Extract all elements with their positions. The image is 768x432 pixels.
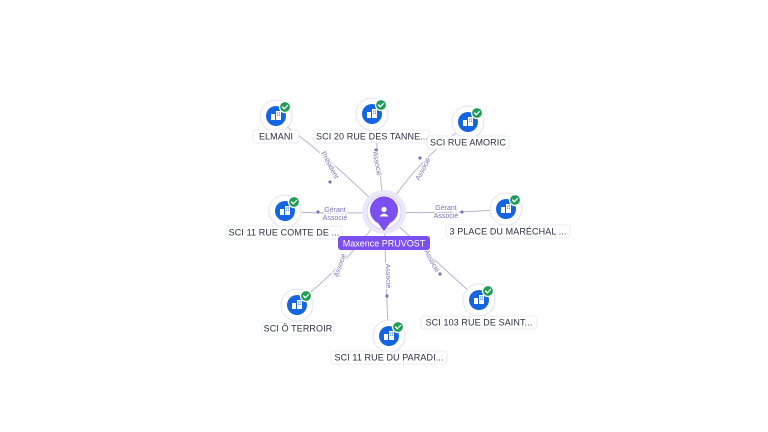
verified-check-icon bbox=[391, 320, 405, 334]
edge-relation-label: Associé bbox=[384, 264, 392, 289]
building-icon bbox=[463, 117, 473, 126]
company-label-terroir[interactable]: SCI Ô TERROIR bbox=[261, 321, 335, 336]
company-name: SCI 11 RUE DU PARADI... bbox=[335, 353, 444, 363]
edge-arrow bbox=[438, 272, 442, 276]
center-label-box bbox=[338, 236, 430, 250]
building-icon bbox=[271, 111, 281, 120]
company-label-sci-20[interactable]: SCI 20 RUE DES TANNE... bbox=[313, 129, 431, 144]
company-name: SCI Ô TERROIR bbox=[264, 324, 333, 334]
center-person-name: Maxence PRUVOST bbox=[343, 239, 426, 249]
edge-arrow bbox=[374, 148, 378, 152]
company-label-saint[interactable]: SCI 103 RUE DE SAINT... bbox=[420, 315, 538, 330]
edge-relation-label: Associé bbox=[422, 249, 440, 274]
company-node-saint[interactable] bbox=[462, 283, 496, 317]
company-label-box bbox=[330, 350, 448, 365]
edge-relation-label: Associé bbox=[333, 253, 348, 279]
building-icon bbox=[367, 109, 377, 118]
verified-check-icon bbox=[287, 195, 301, 209]
company-label-box bbox=[420, 315, 538, 330]
company-label-box bbox=[445, 224, 571, 239]
edge-arrow bbox=[418, 156, 422, 160]
company-label-marechal[interactable]: 3 PLACE DU MARÉCHAL ... bbox=[445, 224, 571, 239]
building-icon bbox=[474, 295, 484, 304]
company-label-elmani[interactable]: ELMANI bbox=[252, 129, 300, 144]
company-name: ELMANI bbox=[259, 132, 293, 142]
center-person[interactable]: Maxence PRUVOST bbox=[338, 190, 430, 250]
edge-relation-label: Gérant bbox=[435, 205, 456, 212]
company-label-amoric[interactable]: SCI RUE AMORIC bbox=[426, 135, 510, 150]
company-label-box bbox=[426, 135, 510, 150]
company-node-elmani[interactable] bbox=[259, 99, 293, 133]
edge-relation-label: Associé bbox=[371, 151, 382, 176]
edge-arrow bbox=[385, 294, 389, 298]
verified-check-icon bbox=[470, 106, 484, 120]
company-name: SCI 20 RUE DES TANNE... bbox=[316, 132, 428, 142]
edge-arrow bbox=[328, 180, 332, 184]
company-node-amoric[interactable] bbox=[451, 105, 485, 139]
company-node-comte[interactable] bbox=[268, 194, 302, 228]
building-icon bbox=[292, 300, 302, 309]
building-icon bbox=[501, 204, 511, 213]
company-name: SCI RUE AMORIC bbox=[430, 138, 506, 148]
company-node-paradis[interactable] bbox=[372, 319, 406, 353]
edge-arrow bbox=[460, 210, 464, 214]
company-label-comte[interactable]: SCI 11 RUE COMTE DE ... bbox=[225, 225, 343, 240]
verified-check-icon bbox=[481, 284, 495, 298]
verified-check-icon bbox=[299, 289, 313, 303]
company-name: SCI 11 RUE COMTE DE ... bbox=[229, 228, 340, 238]
verified-check-icon bbox=[508, 193, 522, 207]
edge-relation-label: Associé bbox=[415, 157, 433, 182]
company-name: 3 PLACE DU MARÉCHAL ... bbox=[450, 227, 567, 237]
company-node-terroir[interactable] bbox=[280, 288, 314, 322]
graph-nodes: ELMANI SCI 20 RUE DES TANNE...SCI RUE AMO… bbox=[225, 97, 571, 365]
building-icon bbox=[280, 206, 290, 215]
company-label-box bbox=[225, 225, 343, 240]
edge-arrow bbox=[336, 274, 340, 278]
company-label-box bbox=[252, 129, 300, 144]
company-node-marechal[interactable] bbox=[489, 192, 523, 226]
company-label-paradis[interactable]: SCI 11 RUE DU PARADI... bbox=[330, 350, 448, 365]
edge-relation-label: Président bbox=[319, 151, 339, 180]
person-icon bbox=[379, 206, 389, 217]
verified-check-icon bbox=[278, 100, 292, 114]
building-icon bbox=[384, 331, 394, 340]
edge-relation-label: Associé bbox=[323, 215, 348, 222]
verified-check-icon bbox=[374, 98, 388, 112]
edge-arrow bbox=[316, 210, 320, 214]
edge-relation-label: Associé bbox=[434, 213, 459, 220]
company-node-sci-20[interactable] bbox=[355, 97, 389, 131]
company-name: SCI 103 RUE DE SAINT... bbox=[426, 318, 533, 328]
edge-relation-label: Gérant bbox=[324, 207, 345, 214]
company-label-box bbox=[261, 321, 335, 336]
